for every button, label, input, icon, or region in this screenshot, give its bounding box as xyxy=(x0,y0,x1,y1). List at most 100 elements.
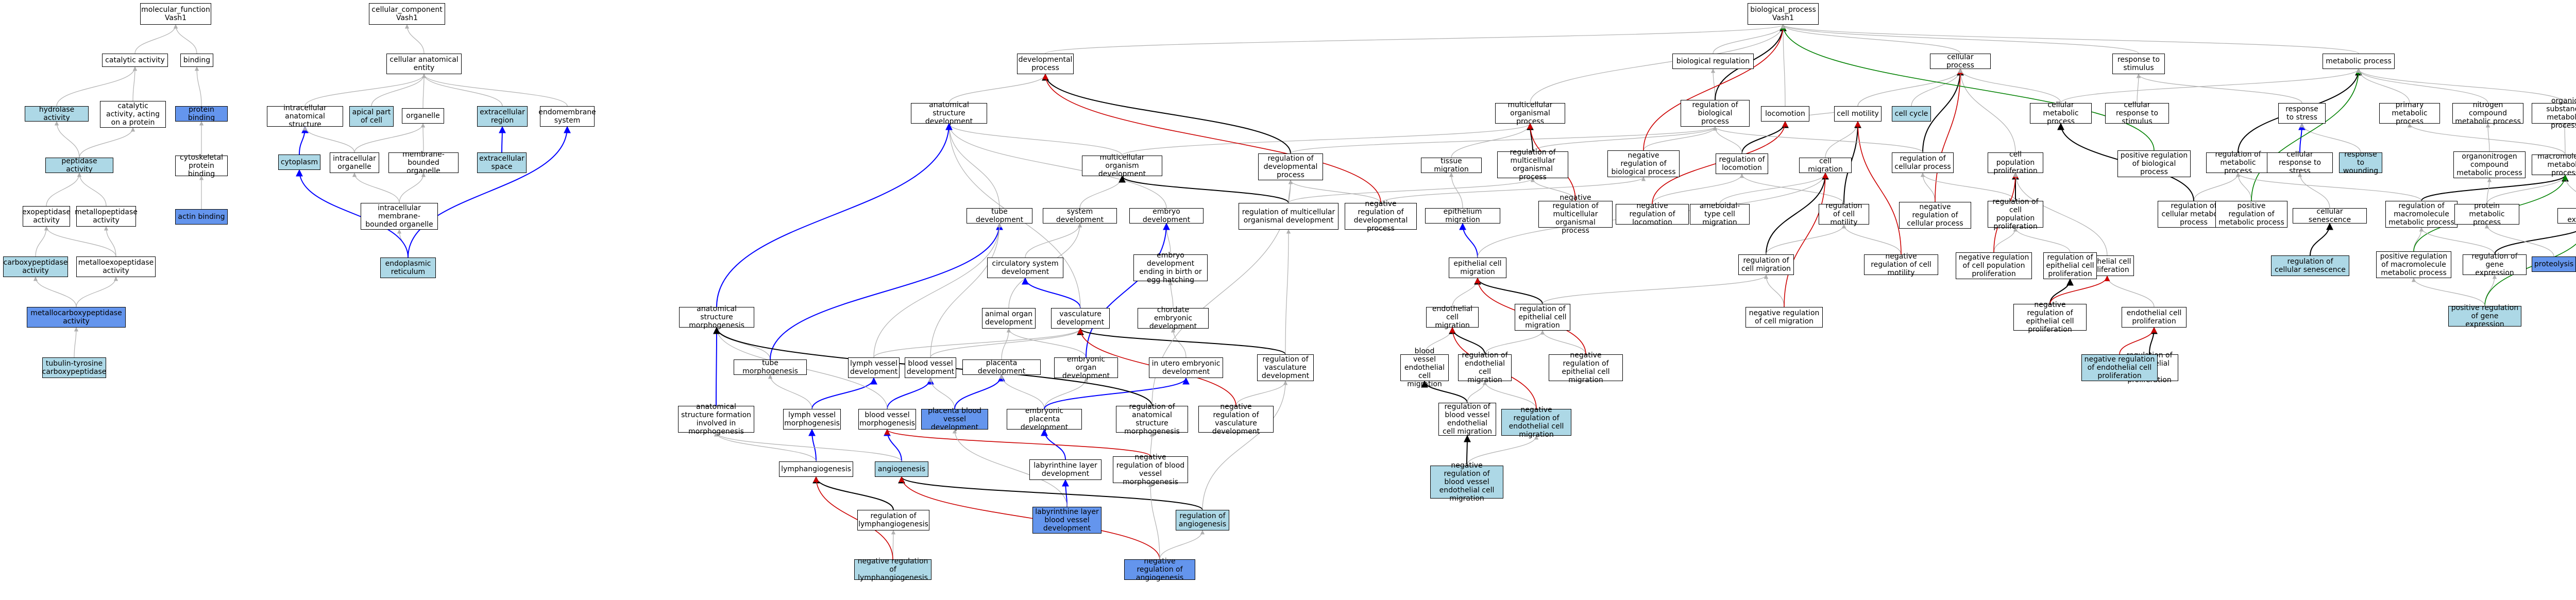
edge-regulation-of-macromolecule-metabolic-process-to-regulation-of-metabolic-process xyxy=(2235,173,2422,201)
edge-regulation-of-angiogenesis-to-angiogenesis xyxy=(898,476,1203,510)
go-term-extracellular-space: extracellular space xyxy=(477,152,527,173)
go-term-peptidase-activity: peptidase activity xyxy=(45,157,113,174)
go-term-extracellular-region: extracellular region xyxy=(477,106,528,127)
go-term-catalytic-activity-acting-on-a-protein: catalytic activity, acting on a protein xyxy=(100,101,166,128)
edge-lymphangiogenesis-to-lymph-vessel-morphogenesis xyxy=(808,428,817,462)
edge-multicellular-organism-development-to-anatomical-structure-development xyxy=(946,123,1123,156)
go-term-regulation-of-epithelial-cell-migration: regulation of epithelial cell migration xyxy=(1515,304,1570,331)
go-term-negative-regulation-of-developmental-process: negative regulation of developmental pro… xyxy=(1345,200,1417,233)
edge-response-to-stress-to-response-to-stimulus xyxy=(2136,74,2302,104)
edge-nitrogen-compound-metabolic-process-to-metabolic-process xyxy=(2356,68,2488,104)
go-term-negative-regulation-of-epithelial-cell-proliferation: negative regulation of epithelial cell p… xyxy=(2013,301,2087,334)
go-term-intracellular-anatomical-structure: intracellular anatomical structure xyxy=(267,104,343,129)
edge-organelle-to-cellular-anatomical-entity xyxy=(421,74,427,109)
edge-binding-to-molecular-function xyxy=(173,24,197,54)
go-term-positive-regulation-of-biological-process: positive regulation of biological proces… xyxy=(2117,150,2191,177)
go-term-embryo-development: embryo development xyxy=(1129,208,1204,224)
edge-regulation-of-endothelial-cell-migration-to-regulation-of-epithelial-cell-migration xyxy=(1484,330,1545,355)
go-term-anatomical-structure-morphogenesis: anatomical structure morphogenesis xyxy=(679,305,754,330)
edge-embryonic-organ-development-to-embryo-development xyxy=(1086,222,1170,358)
go-term-regulation-of-macromolecule-metabolic-process: regulation of macromolecule metabolic pr… xyxy=(2385,201,2458,228)
go-term-multicellular-organismal-process: multicellular organismal process xyxy=(1495,101,1565,126)
go-term-endoplasmic-reticulum: endoplasmic reticulum xyxy=(380,258,436,278)
go-term-intracellular-membrane-bounded-organelle: intracellular membrane-bounded organelle xyxy=(361,203,438,230)
edge-intracellular-membrane-bounded-organelle-to-intracellular-organelle xyxy=(352,173,400,203)
edge-lymph-vessel-morphogenesis-to-tube-morphogenesis xyxy=(768,374,812,409)
edge-labyrinthine-layer-blood-vessel-development-to-placenta-blood-vessel-development xyxy=(952,429,1067,507)
edge-endoplasmic-reticulum-to-cytoplasm xyxy=(296,169,409,258)
edge-cell-population-proliferation-to-cellular-process xyxy=(1958,68,2016,153)
go-term-labyrinthine-layer-development: labyrinthine layer development xyxy=(1029,459,1101,480)
go-term-positive-regulation-of-gene-expression: positive regulation of gene expression xyxy=(2448,304,2521,329)
edge-system-development-to-multicellular-organism-development xyxy=(1079,176,1125,209)
edge-positive-regulation-of-metabolic-process-to-metabolic-process xyxy=(2251,68,2362,201)
edge-lymph-vessel-morphogenesis-to-lymph-vessel-development xyxy=(811,377,877,409)
go-term-regulation-of-multicellular-organismal-process: regulation of multicellular organismal p… xyxy=(1497,148,1568,181)
go-term-negative-regulation-of-endothelial-cell-migration: negative regulation of endothelial cell … xyxy=(1501,406,1571,439)
go-term-tube-morphogenesis: tube morphogenesis xyxy=(734,359,807,375)
go-term-placenta-blood-vessel-development: placenta blood vessel development xyxy=(921,407,988,432)
go-term-metabolic-process: metabolic process xyxy=(2323,54,2395,69)
go-term-anatomical-structure-formation-in-morphogenesis: anatomical structure formation involved … xyxy=(678,403,754,436)
edge-protein-metabolic-process-to-organonitrogen-compound-metabolic-process xyxy=(2486,178,2492,204)
edge-regulation-of-developmental-process-to-regulation-of-biological-process xyxy=(1290,126,1717,154)
edge-regulation-of-multicellular-organismal-development-to-multicellular-organism-development xyxy=(1118,175,1289,203)
go-term-blood-vessel-morphogenesis: blood vessel morphogenesis xyxy=(858,409,916,430)
edge-regulation-of-blood-vessel-endothelial-cell-migration-to-regulation-of-endothelial-cell-migration xyxy=(1467,381,1487,403)
go-term-locomotion: locomotion xyxy=(1761,106,1809,122)
go-term-exopeptidase-activity: exopeptidase activity xyxy=(22,206,71,227)
go-term-metalloexopeptidase-activity: metalloexopeptidase activity xyxy=(76,256,156,277)
edge-metallopeptidase-activity-to-peptidase-activity xyxy=(77,173,107,207)
go-term-actin-binding: actin binding xyxy=(175,209,228,225)
go-term-negative-regulation-of-multicellular-organismal-process: negative regulation of multicellular org… xyxy=(1538,194,1613,235)
edge-catalytic-activity-to-molecular-function xyxy=(134,24,178,54)
go-term-animal-organ-development: animal organ development xyxy=(982,308,1036,329)
edge-cellular-response-to-stimulus-to-response-to-stimulus xyxy=(2136,74,2141,104)
edge-protein-binding-to-binding xyxy=(194,66,202,107)
go-term-regulation-of-vasculature-development: regulation of vasculature development xyxy=(1257,354,1314,381)
go-term-angiogenesis: angiogenesis xyxy=(875,461,928,477)
edge-response-to-stimulus-to-biological-process xyxy=(1781,24,2139,54)
go-term-protein-binding: protein binding xyxy=(175,106,228,122)
edge-in-utero-embryonic-development-to-chordate-embryonic-development xyxy=(1171,328,1187,358)
edge-endoplasmic-reticulum-to-endomembrane-system xyxy=(408,126,571,258)
go-term-regulation-of-multicellular-organismal-development: regulation of multicellular organismal d… xyxy=(1239,203,1338,230)
edge-embryonic-placenta-development-to-in-utero-embryonic-development xyxy=(1044,377,1190,409)
edge-embryo-development-ending-in-birth-to-embryo-development xyxy=(1164,223,1171,255)
edge-tubulin-tyrosine-carboxypeptidase-to-metallocarboxypeptidase-activity xyxy=(74,327,79,358)
edge-regulation-of-lymphangiogenesis-to-lymphangiogenesis xyxy=(812,476,894,510)
go-term-embryo-development-ending-in-birth: embryo development ending in birth or eg… xyxy=(1133,251,1208,284)
go-term-vasculature-development: vasculature development xyxy=(1051,308,1110,329)
go-term-ameboidal-type-cell-migration: ameboidal-type cell migration xyxy=(1690,202,1750,227)
edge-intracellular-anatomical-structure-to-cellular-anatomical-entity xyxy=(304,74,427,107)
edge-lymph-vessel-development-to-tube-development xyxy=(873,223,1002,358)
go-term-endomembrane-system: endomembrane system xyxy=(538,106,596,127)
edge-negative-regulation-of-cellular-process-to-cellular-process xyxy=(1935,68,1963,202)
go-term-regulation-of-cellular-process: regulation of cellular process xyxy=(1892,152,1954,173)
go-term-blood-vessel-endothelial-cell-migration: blood vessel endothelial cell migration xyxy=(1400,347,1449,388)
go-term-in-utero-embryonic-development: in utero embryonic development xyxy=(1149,357,1223,378)
go-term-binding: binding xyxy=(180,54,213,67)
edge-negative-regulation-of-angiogenesis-to-regulation-of-angiogenesis xyxy=(1159,530,1205,560)
edge-multicellular-organism-development-to-multicellular-organismal-process xyxy=(1122,123,1533,156)
edge-placenta-blood-vessel-development-to-blood-vessel-development xyxy=(928,378,955,409)
edge-hydrolase-activity-to-catalytic-activity xyxy=(56,66,138,107)
edge-regulation-of-epithelial-cell-migration-to-epithelial-cell-migration xyxy=(1474,277,1543,304)
edge-regulation-of-cellular-metabolic-process-to-regulation-of-metabolic-process xyxy=(2193,173,2241,201)
edge-metalloexopeptidase-activity-to-metallopeptidase-activity xyxy=(104,226,116,257)
edge-negative-regulation-of-cell-motility-to-cell-motility xyxy=(1855,121,1902,255)
go-term-negative-regulation-of-vasculature-development: negative regulation of vasculature devel… xyxy=(1198,403,1274,436)
go-term-regulation-of-anatomical-structure-morphogenesis: regulation of anatomical structure morph… xyxy=(1116,403,1188,436)
edge-negative-regulation-of-vasculature-development-to-regulation-of-vasculature-development xyxy=(1235,381,1288,406)
go-term-tissue-migration: tissue migration xyxy=(1421,157,1482,174)
edge-tube-morphogenesis-to-anatomical-structure-morphogenesis xyxy=(714,327,771,360)
edge-negative-regulation-of-developmental-process-to-developmental-process xyxy=(1042,73,1381,203)
edge-primary-metabolic-process-to-metabolic-process xyxy=(2356,68,2410,104)
go-term-regulation-of-gene-expression: regulation of gene expression xyxy=(2463,252,2527,277)
edge-regulation-of-cellular-process-to-cellular-process xyxy=(1922,68,1964,153)
go-term-chordate-embryonic-development: chordate embryonic development xyxy=(1138,306,1209,331)
go-term-cell-motility: cell motility xyxy=(1834,106,1882,122)
edge-placenta-development-to-animal-organ-development xyxy=(1001,328,1011,360)
go-term-negative-regulation-of-angiogenesis: negative regulation of angiogenesis xyxy=(1124,557,1195,582)
edge-positive-regulation-of-macromolecule-metabolic-process-to-regulation-of-macromolecule-metabolic-process xyxy=(2413,227,2424,252)
